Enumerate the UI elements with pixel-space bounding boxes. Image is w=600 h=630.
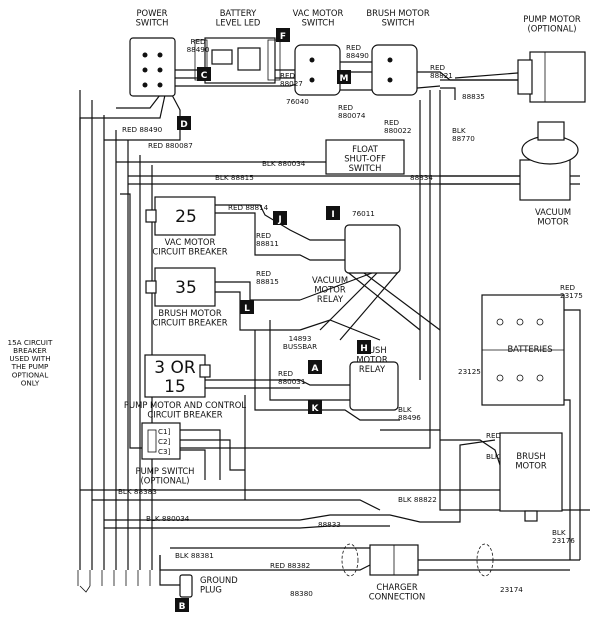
label-batteries: BATTERIES	[507, 344, 552, 354]
marker-i: I	[326, 206, 340, 220]
marker-letter: J	[277, 215, 281, 225]
pump-switch	[141, 422, 181, 460]
wire-label: BLK 880034	[262, 159, 306, 168]
pump-motor	[517, 51, 586, 103]
label-pump-switch: PUMP SWITCH(OPTIONAL)	[136, 466, 195, 485]
marker-k: K	[308, 400, 322, 414]
marker-a: A	[308, 360, 322, 374]
brush-motor-switch	[371, 44, 418, 96]
marker-letter: B	[179, 602, 186, 612]
wire-label: RED 88490	[122, 125, 163, 134]
wire-label: 76040	[286, 97, 309, 106]
wire-label: RED 88382	[270, 561, 310, 570]
wire-label: BLK 88815	[215, 173, 254, 182]
wire-label: BLK	[486, 452, 500, 461]
marker-letter: I	[331, 210, 334, 220]
wire-label: BLK 88383	[118, 487, 157, 496]
marker-j: J	[273, 211, 287, 225]
wire-label: BLK 88381	[175, 551, 214, 560]
marker-letter: K	[312, 404, 320, 414]
pump-switch-terminal: C2]	[158, 437, 171, 446]
pump-switch-terminal: C3]	[158, 447, 171, 456]
wire-label: RED 880087	[148, 141, 193, 150]
wire-label: 88834	[410, 173, 433, 182]
marker-c: C	[197, 67, 211, 81]
wire-label: RED 88814	[228, 203, 269, 212]
marker-b: B	[175, 598, 189, 612]
marker-letter: F	[280, 32, 286, 42]
float-switch-box	[325, 139, 405, 175]
marker-letter: C	[201, 71, 208, 81]
vac-breaker-value: 25	[175, 207, 197, 227]
ground-plug	[179, 574, 193, 598]
marker-letter: A	[312, 364, 319, 374]
marker-m: M	[337, 70, 351, 84]
batteries	[481, 294, 565, 406]
brush-motor-breaker	[145, 267, 216, 307]
wire-label: RED	[486, 431, 502, 440]
marker-f: F	[276, 28, 290, 42]
brush-motor-relay-body	[349, 361, 399, 411]
charger-connection	[341, 543, 494, 577]
wire-label: BLK 880034	[146, 514, 190, 523]
marker-letter: D	[180, 120, 187, 130]
brush-breaker-value: 35	[175, 278, 197, 298]
wire-label: 88835	[462, 92, 485, 101]
wire-label: 88833	[318, 520, 341, 529]
wire-label: BLK 88822	[398, 495, 437, 504]
marker-d: D	[177, 116, 191, 130]
wire-label: 23125	[458, 367, 481, 376]
wire-label: 23174	[500, 585, 523, 594]
marker-l: L	[240, 300, 254, 314]
vac-motor-breaker	[145, 196, 216, 236]
pump-switch-terminal: C1]	[158, 427, 171, 436]
marker-letter: H	[360, 344, 368, 354]
brush-motor	[499, 432, 563, 522]
label-pump-motor: PUMP MOTOR(OPTIONAL)	[523, 14, 581, 33]
vacuum-motor	[519, 121, 579, 201]
vacuum-motor-relay-body	[344, 224, 401, 274]
marker-letter: L	[244, 304, 250, 314]
wire-label: 88380	[290, 589, 313, 598]
marker-letter: M	[340, 74, 349, 84]
power-switch	[129, 37, 176, 97]
marker-h: H	[357, 340, 371, 354]
wire-label: 76011	[352, 209, 375, 218]
battery-level-led	[194, 37, 281, 84]
pump-motor-breaker	[144, 354, 211, 398]
